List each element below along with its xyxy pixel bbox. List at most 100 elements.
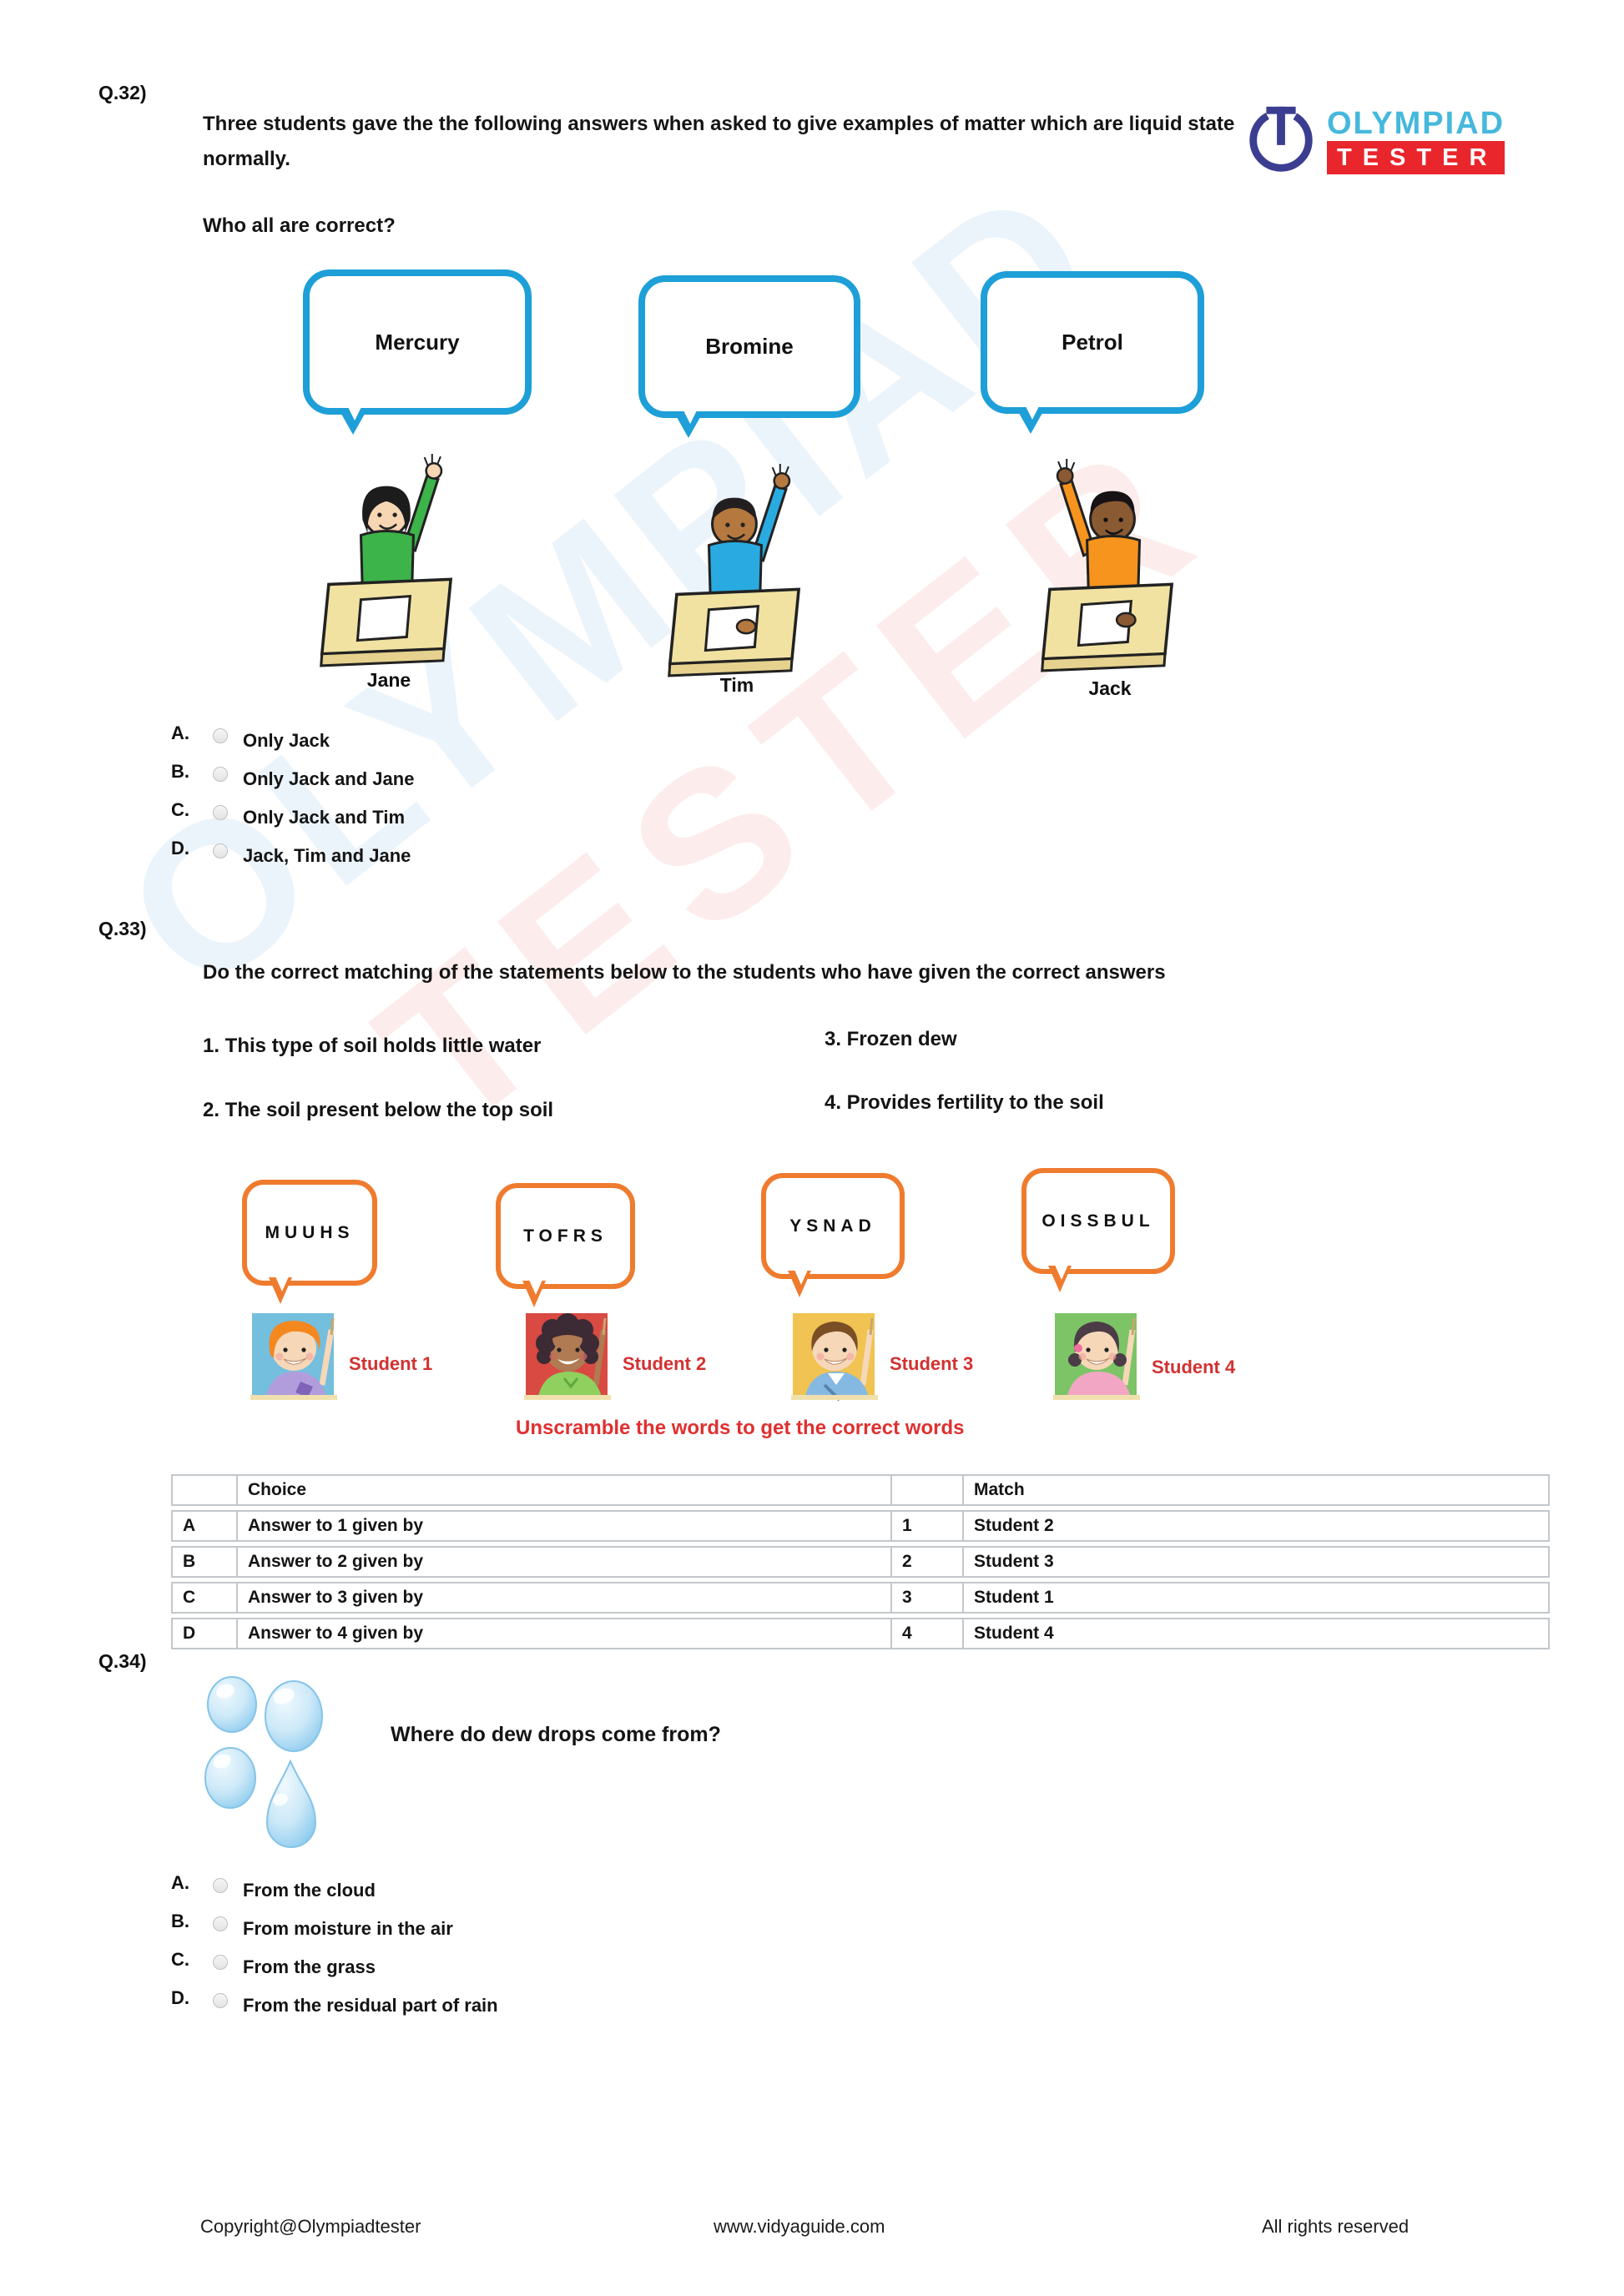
table-header-row: Choice Match (171, 1474, 1550, 1506)
q32-option-a-text: Only Jack (243, 730, 330, 751)
student-4-label: Student 4 (1152, 1357, 1236, 1377)
q32-option-d-letter: D. (171, 838, 189, 858)
student-3-label: Student 3 (890, 1353, 974, 1374)
student-1-label: Student 1 (349, 1353, 433, 1374)
q32-option-c-text: Only Jack and Tim (243, 807, 406, 828)
kid-name-jack: Jack (1088, 677, 1132, 699)
row-c-choice: Answer to 3 given by (238, 1582, 892, 1614)
q34-option-c-letter: C. (171, 1949, 189, 1970)
q32-question-text: Three students gave the the following an… (203, 113, 1235, 170)
row-a-number: 1 (892, 1510, 964, 1542)
scrambled-bubble-1: MUUHS (242, 1180, 377, 1304)
speech-bubble-petrol: Petrol (981, 271, 1204, 434)
scrambled-bubble-2: TOFRS (496, 1183, 635, 1307)
bubble-bromine-text: Bromine (705, 334, 794, 359)
row-d-number: 4 (892, 1618, 964, 1649)
q32-option-b-radio[interactable] (213, 767, 228, 782)
table-header-blank-2 (892, 1474, 964, 1506)
table-row: C Answer to 3 given by 3 Student 1 (171, 1582, 1550, 1614)
q34-option-d-radio[interactable] (213, 1993, 228, 2008)
scrambled-bubble-4: OISSBUL (1021, 1168, 1175, 1292)
student-tim-illustration (663, 461, 810, 679)
table-header-match: Match (964, 1474, 1550, 1506)
q32-option-b: B. Only Jack and Jane (171, 761, 414, 790)
row-b-match: Student 3 (964, 1546, 1550, 1578)
row-a-match: Student 2 (964, 1510, 1550, 1542)
student-jane-illustration (315, 451, 462, 669)
student-jack-illustration (1036, 456, 1183, 674)
q33-statement-2: 2. The soil present below the top soil (203, 1099, 554, 1121)
kid-name-tim: Tim (719, 674, 754, 696)
footer-rights: All rights reserved (1262, 2216, 1410, 2237)
kid-name-jane: Jane (366, 669, 411, 691)
footer-copyright: Copyright@Olympiadtester (200, 2216, 421, 2237)
q34-option-d-letter: D. (171, 1987, 189, 2008)
row-a-choice: Answer to 1 given by (238, 1510, 892, 1542)
q32-option-a-letter: A. (171, 723, 189, 743)
table-row: A Answer to 1 given by 1 Student 2 (171, 1510, 1550, 1542)
student-3-avatar (791, 1302, 881, 1402)
row-a-letter: A (171, 1510, 238, 1542)
q32-option-d-text: Jack, Tim and Jane (243, 845, 411, 866)
q32-option-d: D. Jack, Tim and Jane (171, 838, 411, 867)
q33-question-text: Do the correct matching of the statement… (203, 961, 1166, 984)
scrambled-bubble-3: YSNAD (761, 1173, 905, 1297)
student-1-avatar (250, 1302, 340, 1402)
q34-option-b-letter: B. (171, 1911, 189, 1931)
watermark-olympiad-text: OLYMPIAD (83, 136, 1143, 1035)
q33-number: Q.33) (98, 918, 147, 939)
scrambled-word-3: YSNAD (789, 1216, 876, 1236)
q33-statement-4: 4. Provides fertility to the soil (825, 1091, 1104, 1114)
q32-option-a: A. Only Jack (171, 723, 330, 752)
table-header-choice: Choice (238, 1474, 892, 1506)
q34-option-b-radio[interactable] (213, 1916, 228, 1931)
table-row: B Answer to 2 given by 2 Student 3 (171, 1546, 1550, 1578)
row-d-letter: D (171, 1618, 238, 1649)
q34-option-a-text: From the cloud (243, 1880, 376, 1901)
footer-website: www.vidyaguide.com (714, 2216, 885, 2237)
q34-number: Q.34) (98, 1650, 147, 1672)
q34-option-c-radio[interactable] (213, 1955, 228, 1970)
q32-option-b-letter: B. (171, 761, 189, 782)
q32-option-d-radio[interactable] (213, 843, 228, 858)
bubble-petrol-text: Petrol (1062, 330, 1123, 355)
dew-drops-illustration (192, 1664, 342, 1865)
q34-option-a-radio[interactable] (213, 1878, 228, 1893)
table-row: D Answer to 4 given by 4 Student 4 (171, 1618, 1550, 1649)
q34-question-text: Where do dew drops come from? (391, 1723, 721, 1746)
q34-option-c: C. From the grass (171, 1949, 376, 1978)
power-t-icon (1242, 101, 1320, 179)
q33-match-table: Choice Match A Answer to 1 given by 1 St… (171, 1470, 1550, 1654)
q32-prompt: Who all are correct? (203, 214, 396, 237)
q32-option-c-radio[interactable] (213, 805, 228, 820)
q33-statement-1: 1. This type of soil holds little water (203, 1035, 542, 1057)
logo-olympiad-text: OLYMPIAD (1327, 106, 1505, 141)
q34-option-d-text: From the residual part of rain (243, 1995, 498, 2016)
q34-option-c-text: From the grass (243, 1956, 376, 1977)
olympiad-tester-logo: OLYMPIAD TESTER (1242, 95, 1559, 185)
q32-option-a-radio[interactable] (213, 728, 228, 743)
row-c-number: 3 (892, 1582, 964, 1614)
row-b-choice: Answer to 2 given by (238, 1546, 892, 1578)
q34-option-b: B. From moisture in the air (171, 1911, 453, 1940)
q32-option-c: C. Only Jack and Tim (171, 799, 405, 828)
speech-bubble-bromine: Bromine (638, 275, 860, 438)
student-2-label: Student 2 (623, 1353, 707, 1374)
row-c-match: Student 1 (964, 1582, 1550, 1614)
bubble-mercury-text: Mercury (375, 329, 460, 355)
scrambled-word-1: MUUHS (265, 1222, 355, 1242)
row-b-letter: B (171, 1546, 238, 1578)
q32-option-c-letter: C. (171, 799, 189, 820)
row-c-letter: C (171, 1582, 238, 1614)
q33-statement-3: 3. Frozen dew (825, 1028, 957, 1050)
logo-tester-text: TESTER (1327, 141, 1505, 174)
q32-option-b-text: Only Jack and Jane (243, 768, 415, 789)
table-header-blank-1 (171, 1474, 238, 1506)
student-2-avatar (524, 1302, 614, 1402)
scrambled-word-4: OISSBUL (1041, 1211, 1155, 1231)
q34-option-a: A. From the cloud (171, 1872, 376, 1901)
unscramble-instruction: Unscramble the words to get the correct … (516, 1417, 965, 1439)
q34-option-a-letter: A. (171, 1872, 189, 1893)
student-4-avatar (1053, 1302, 1143, 1402)
